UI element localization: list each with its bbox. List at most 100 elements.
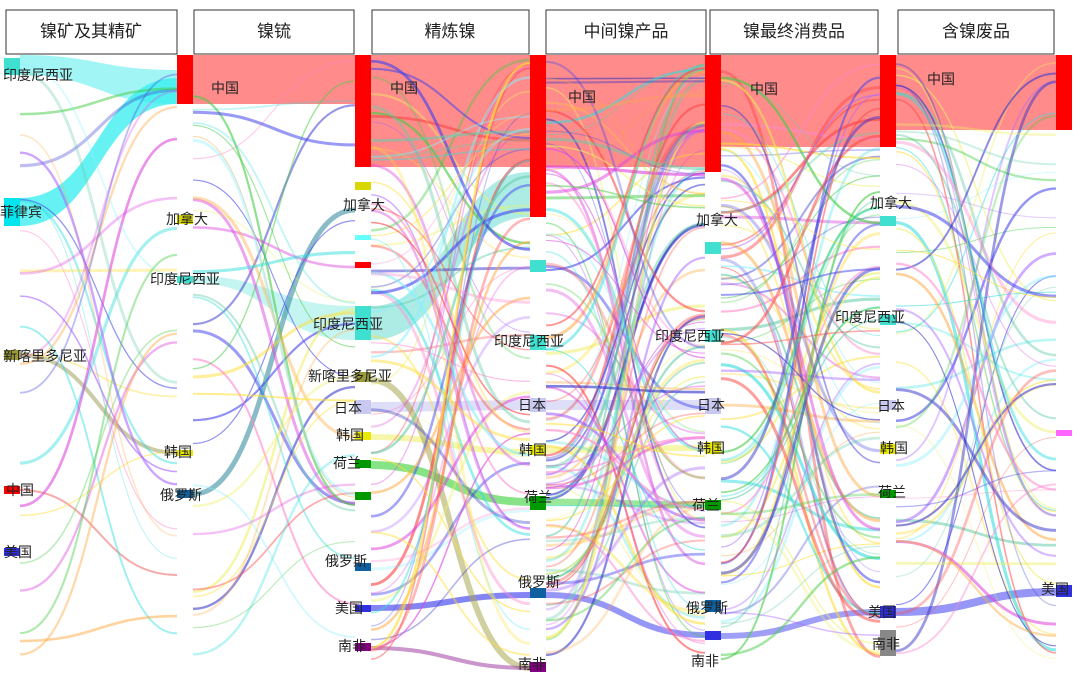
flow-link xyxy=(895,286,1057,577)
flow-link xyxy=(545,182,706,522)
stage-title-ore: 镍矿及其精矿 xyxy=(40,22,142,42)
node-label-final-russia: 俄罗斯 xyxy=(686,601,728,617)
stage-title-refined: 精炼镍 xyxy=(425,22,476,42)
flow-link xyxy=(545,64,706,351)
flow-link xyxy=(720,155,881,280)
flow-link xyxy=(720,496,881,523)
flow-link xyxy=(720,431,881,557)
flow-link xyxy=(720,206,881,462)
flow-link xyxy=(370,115,531,142)
flow-link xyxy=(545,464,706,619)
flow-link xyxy=(720,79,881,394)
flow-link xyxy=(545,364,706,654)
flow-link xyxy=(720,215,881,225)
node-label-refined-new-caledonia: 新喀里多尼亚 xyxy=(308,368,392,385)
stage-title-matte: 镍锍 xyxy=(257,22,291,42)
node-bar xyxy=(880,606,896,618)
flow-link xyxy=(545,428,706,511)
flow-link xyxy=(19,268,178,273)
flow-link xyxy=(370,63,531,454)
flow-link xyxy=(192,110,356,147)
flow-link xyxy=(370,209,531,530)
stage-header-scrap: 含镍废品 xyxy=(897,9,1055,55)
flow-link xyxy=(370,113,531,289)
node-label-scrap-indonesia: 印度尼西亚 xyxy=(835,310,905,326)
flow-link xyxy=(720,177,881,531)
flow-link xyxy=(720,150,881,424)
flow-link xyxy=(192,179,356,378)
flow-link xyxy=(720,191,881,661)
flow-link xyxy=(370,90,531,385)
flow-link xyxy=(19,614,178,643)
flow-link xyxy=(545,239,706,354)
flow-link xyxy=(370,105,531,424)
flow-link xyxy=(545,70,706,339)
flow-link xyxy=(545,552,706,585)
node-label-matte-china: 中国 xyxy=(211,81,239,97)
flow-link xyxy=(19,105,178,365)
flow-link xyxy=(19,199,178,465)
stage-headers: 镍矿及其精矿 镍锍 精炼镍 中间镍产品 镍最终消费品 含镍废品 xyxy=(5,9,1055,55)
flow-link xyxy=(720,545,881,625)
node-label-scrap-netherlands: 荷兰 xyxy=(878,485,906,501)
flow-link xyxy=(370,130,531,142)
flow-link xyxy=(895,112,1057,333)
flow-link xyxy=(19,253,178,635)
flow-link xyxy=(192,220,356,445)
node-bar xyxy=(355,235,371,240)
node-label-inter-china: 中国 xyxy=(568,90,596,106)
flow-link xyxy=(192,104,356,326)
node-bar xyxy=(530,398,546,412)
flow-link xyxy=(720,336,881,555)
flow-link xyxy=(720,115,881,481)
node-label-refined-russia: 俄罗斯 xyxy=(325,554,367,570)
flow-link xyxy=(545,444,706,625)
flow-link xyxy=(720,276,881,539)
node-label-refined-japan: 日本 xyxy=(334,401,362,417)
flow-link xyxy=(192,492,356,591)
flow-link xyxy=(370,296,531,494)
node-label-matte-indonesia: 印度尼西亚 xyxy=(150,272,220,288)
flow-link xyxy=(895,321,1057,381)
node-layer xyxy=(4,55,1072,672)
node-label-scrap-usa: 美国 xyxy=(868,605,896,621)
flow-link xyxy=(192,124,356,348)
node-bar xyxy=(355,432,371,440)
flow-link xyxy=(19,489,178,576)
flow-link xyxy=(720,224,881,330)
flow-link xyxy=(19,197,178,559)
flow-link xyxy=(19,341,178,592)
flow-link xyxy=(370,395,531,551)
flow-link xyxy=(895,308,1057,557)
flow-link xyxy=(192,385,356,611)
flow-link xyxy=(545,126,706,551)
flow-band xyxy=(193,55,355,104)
flow-link xyxy=(370,266,531,273)
node-label-final-china: 中国 xyxy=(750,82,778,98)
flow-link xyxy=(19,73,178,394)
flow-link xyxy=(720,118,881,214)
flow-link xyxy=(545,145,706,207)
flow-link xyxy=(720,104,881,464)
flow-link xyxy=(545,516,706,543)
flow-link xyxy=(545,288,706,538)
flow-link xyxy=(895,67,1057,510)
flow-link xyxy=(370,342,531,382)
flow-link xyxy=(545,80,706,84)
flow-link xyxy=(545,170,706,403)
node-label-scrap-canada: 加拿大 xyxy=(870,195,912,212)
flow-link xyxy=(545,265,706,410)
node-label-final-indonesia: 印度尼西亚 xyxy=(655,329,725,345)
flow-link xyxy=(895,228,1057,584)
flow-link xyxy=(545,516,706,622)
flow-link xyxy=(720,362,881,611)
flow-link xyxy=(370,377,531,671)
flow-link xyxy=(895,561,1057,566)
flow-link xyxy=(19,332,178,656)
flow-link xyxy=(720,403,881,423)
flow-link xyxy=(720,319,881,501)
node-label-refined-netherlands: 荷兰 xyxy=(333,456,361,472)
flow-link xyxy=(19,295,178,473)
node-bar xyxy=(355,643,371,651)
node-bar xyxy=(355,605,371,612)
